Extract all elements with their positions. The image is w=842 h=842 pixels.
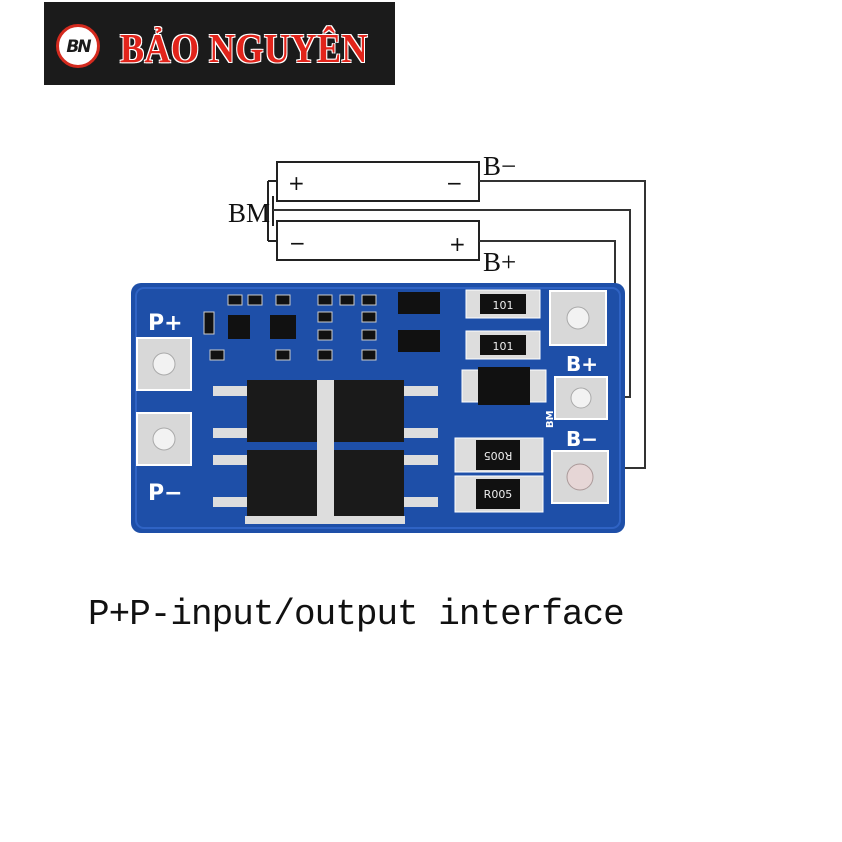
diode xyxy=(478,367,530,405)
b-plus-label: B+ xyxy=(483,247,516,277)
svg-text:R005: R005 xyxy=(484,449,513,462)
cell2-plus: + xyxy=(449,232,466,256)
cell1-plus: + xyxy=(288,171,305,195)
bm-label: BM xyxy=(228,198,270,228)
p-plus-label: P+ xyxy=(148,311,183,336)
mosfet-group xyxy=(213,380,438,524)
ic-4 xyxy=(398,330,440,352)
svg-text:101: 101 xyxy=(493,299,514,312)
board-b-plus-label: B+ xyxy=(566,352,598,376)
ic-2 xyxy=(270,315,296,339)
ic-1 xyxy=(228,315,250,339)
battery-cell-1 xyxy=(276,161,480,202)
p-minus-label: P− xyxy=(148,481,183,506)
battery-cell-2 xyxy=(276,220,480,261)
b-minus-label: B− xyxy=(483,151,516,181)
svg-text:R005: R005 xyxy=(484,488,513,501)
ic-3 xyxy=(398,292,440,314)
board-bm-label: BM xyxy=(545,410,556,428)
board-b-minus-label: B− xyxy=(566,427,598,451)
cell2-minus: − xyxy=(289,231,306,255)
cell1-minus: − xyxy=(446,171,463,195)
brand-logo-bar: BN BẢO NGUYÊN xyxy=(44,2,395,85)
brand-name: BẢO NGUYÊN xyxy=(120,25,369,72)
caption: P+P-input/output interface xyxy=(88,594,625,635)
svg-text:101: 101 xyxy=(493,340,514,353)
brand-monogram-icon: BN xyxy=(56,24,100,68)
